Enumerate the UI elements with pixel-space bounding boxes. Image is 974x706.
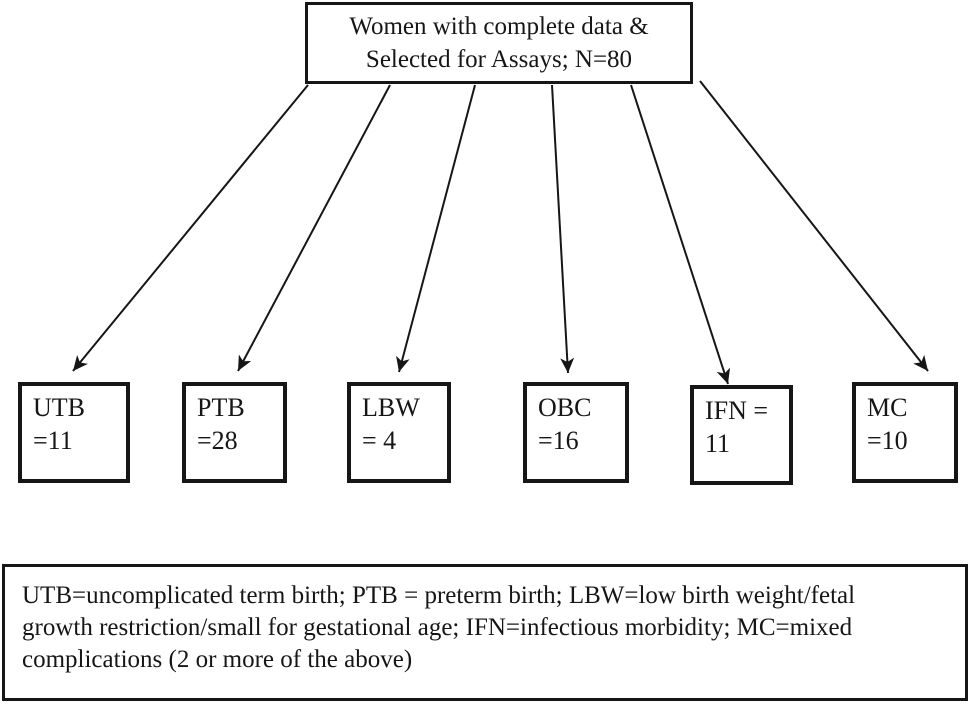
root-box-line-2: Selected for Assays; N=80: [365, 46, 633, 73]
arrow-root-to-ifn: [630, 84, 731, 385]
outcome-box-value: =11: [33, 426, 73, 455]
arrow-root-to-mc: [699, 80, 929, 372]
root-box-line-1: Women with complete data &: [349, 13, 649, 40]
legend-box: UTB=uncomplicated term birth; PTB = pret…: [2, 564, 968, 701]
outcome-box-ifn: IFN = 11: [690, 385, 793, 485]
root-box: Women with complete data & Selected for …: [305, 2, 693, 84]
legend-line-1: UTB=uncomplicated term birth; PTB = pret…: [22, 582, 856, 609]
arrow-root-to-obc: [551, 84, 575, 374]
outcome-box-obc: OBC =16: [523, 382, 629, 483]
outcome-box-label: LBW: [362, 393, 420, 422]
outcome-box-label: UTB: [33, 393, 85, 422]
outcome-box-label: IFN =: [705, 396, 769, 425]
outcome-box-value: =16: [538, 426, 579, 455]
legend-line-2: growth restriction/small for gestational…: [22, 614, 853, 641]
outcome-box-value: = 4: [362, 426, 397, 455]
outcome-box-label: OBC: [538, 393, 592, 422]
outcome-box-value: 11: [705, 429, 731, 458]
outcome-box-value: =28: [197, 426, 238, 455]
outcome-box-ptb: PTB =28: [182, 382, 287, 483]
arrow-root-to-lbw: [396, 84, 476, 373]
outcome-box-utb: UTB =11: [18, 382, 130, 483]
outcome-box-label: MC: [867, 393, 908, 422]
outcome-box-mc: MC =10: [852, 382, 958, 483]
legend-line-3: complications (2 or more of the above): [22, 646, 413, 673]
outcome-box-value: =10: [867, 426, 908, 455]
arrow-root-to-ptb: [237, 84, 391, 372]
outcome-box-label: PTB: [197, 393, 245, 422]
arrow-root-to-utb: [72, 84, 309, 372]
outcome-box-lbw: LBW = 4: [347, 382, 451, 483]
